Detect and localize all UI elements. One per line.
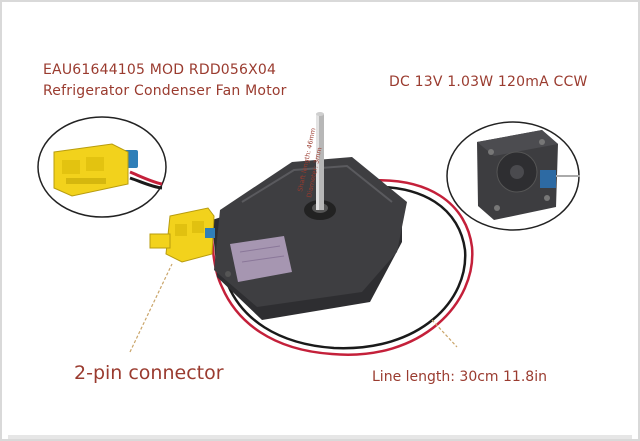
line-length-pointer-line: [431, 319, 458, 348]
frame-shadow: [8, 435, 632, 439]
line-length-label: Line length: 30cm 11.8in: [372, 369, 547, 385]
part-number-title: EAU61644105 MOD RDD056X04: [43, 62, 277, 78]
connector-main: [149, 207, 215, 263]
motor-back-inset: [446, 121, 580, 231]
fan-motor-main: [210, 112, 474, 356]
connector-pointer-line: [129, 263, 173, 353]
connector-closeup-inset: [37, 116, 167, 218]
electrical-specs: DC 13V 1.03W 120mA CCW: [389, 74, 588, 90]
product-name-title: Refrigerator Condenser Fan Motor: [43, 83, 287, 99]
connector-label: 2-pin connector: [74, 362, 224, 384]
